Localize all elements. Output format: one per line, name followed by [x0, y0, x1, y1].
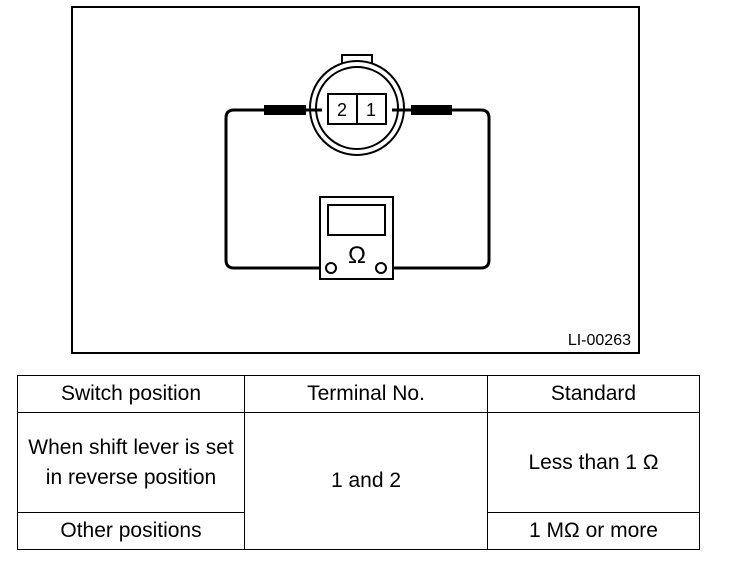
cell-terminal-no: 1 and 2	[244, 412, 488, 550]
terminal-label-right: 1	[366, 100, 376, 120]
specification-table: Switch position Terminal No. Standard Wh…	[17, 375, 700, 550]
cell-switch-position: Other positions	[17, 512, 245, 550]
probe-tip-left	[264, 105, 306, 115]
circuit-diagram: 2 1 Ω LI-00263	[71, 6, 640, 354]
probe-tip-right	[411, 105, 452, 115]
table-row: Other positions 1 MΩ or more	[17, 512, 700, 550]
probe-lead-left	[224, 108, 331, 270]
ohmmeter: Ω	[319, 196, 394, 280]
cell-standard: 1 MΩ or more	[487, 512, 700, 550]
figure-frame	[71, 6, 640, 354]
cell-switch-position: When shift lever is set in reverse posit…	[17, 412, 245, 513]
connector: 2 1	[309, 54, 405, 156]
cell-standard: Less than 1 Ω	[487, 412, 700, 513]
ohm-symbol: Ω	[348, 242, 366, 269]
table-header-row: Switch position Terminal No. Standard	[17, 375, 700, 413]
header-switch-position: Switch position	[17, 375, 245, 413]
header-standard: Standard	[487, 375, 700, 413]
meter-jack-right	[375, 262, 387, 274]
connector-inner-ring	[315, 66, 399, 150]
meter-jack-left	[325, 262, 337, 274]
ohmmeter-display	[327, 204, 386, 236]
terminal-label-left: 2	[337, 100, 347, 120]
figure-code: LI-00263	[568, 332, 631, 349]
probe-lead-right	[384, 108, 491, 270]
table-row: When shift lever is set in reverse posit…	[17, 412, 700, 550]
header-terminal-no: Terminal No.	[244, 375, 488, 413]
